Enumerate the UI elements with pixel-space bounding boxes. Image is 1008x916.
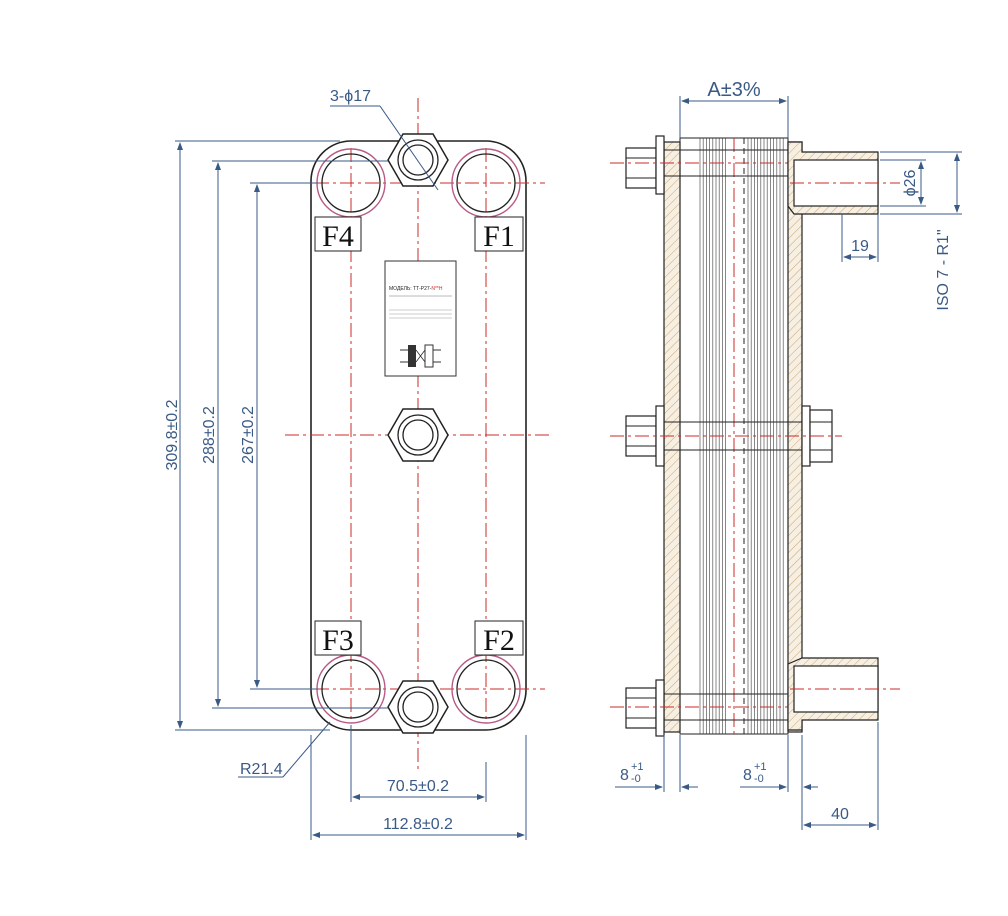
tie-bolt-top (610, 135, 800, 195)
bolt-head-bottom (387, 680, 449, 734)
dim-nozzle-len: 40 (801, 722, 879, 830)
thread-spec: ISO 7 - R1" (880, 151, 962, 311)
dim-frame-left-label: 8 (620, 767, 629, 784)
hole-callout-leader-diag (379, 105, 439, 191)
dim-frame-right-tol-top: +1 (754, 761, 767, 773)
front-view: F4 F1 F3 F2 МОДЕЛЬ: ТТ-Р27-N**H (164, 88, 552, 840)
radius-leader (282, 721, 331, 778)
dim-nozzle-dia-label: ϕ26 (902, 170, 919, 197)
label-plate-model: МОДЕЛЬ: ТТ-Р27-N**H (389, 286, 443, 292)
tie-bolt-middle (610, 405, 842, 467)
dim-pack-label: A±3% (707, 79, 760, 101)
port-label-f2-text: F2 (483, 624, 515, 657)
dim-height-total: 309.8±0.2 (164, 140, 340, 731)
dim-height-mid: 288±0.2 (201, 160, 388, 709)
dim-width-ports: 70.5±0.2 (350, 725, 487, 802)
dim-frame-right: 8 +1 -0 (740, 735, 818, 792)
dim-frame-left: 8 +1 -0 (615, 735, 698, 792)
dim-width-total: 112.8±0.2 (310, 735, 527, 840)
nozzle-bottom (787, 657, 900, 731)
port-label-f1-text: F1 (483, 220, 515, 253)
dim-nozzle-dia: ϕ26 (880, 159, 926, 207)
port-label-f3: F3 (314, 620, 362, 657)
dim-width-ports-label: 70.5±0.2 (387, 778, 449, 795)
bolt-head-middle (387, 408, 449, 462)
port-label-f1: F1 (474, 216, 524, 253)
dim-height-ports-label: 267±0.2 (240, 406, 257, 464)
side-view: A±3% ϕ26 ISO 7 - R1" 19 (610, 79, 962, 830)
dim-frame-left-tol-top: +1 (631, 761, 644, 773)
dim-pack: A±3% (679, 79, 789, 138)
dim-thread-len-label: 19 (851, 238, 869, 255)
dim-width-total-label: 112.8±0.2 (383, 816, 453, 833)
port-label-f3-text: F3 (322, 624, 354, 657)
dim-height-total-label: 309.8±0.2 (164, 399, 181, 470)
dim-frame-left-tol-bottom: -0 (631, 773, 641, 785)
frame-plate-left (663, 141, 681, 733)
tie-bolt-bottom (610, 679, 800, 737)
bolt-head-top (387, 133, 449, 187)
dim-frame-right-tol-bottom: -0 (754, 773, 764, 785)
port-label-f4: F4 (314, 216, 362, 253)
port-label-f4-text: F4 (322, 220, 354, 253)
dim-nozzle-len-label: 40 (831, 806, 849, 823)
thread-spec-label: ISO 7 - R1" (935, 229, 952, 310)
label-plate: МОДЕЛЬ: ТТ-Р27-N**H (384, 260, 457, 377)
hole-callout-label: 3-ϕ17 (330, 88, 371, 105)
dim-thread-len: 19 (841, 214, 879, 262)
nozzle-top (787, 141, 900, 215)
flow-scheme-icon (400, 344, 441, 368)
dim-height-mid-label: 288±0.2 (201, 406, 218, 464)
radius-label: R21.4 (240, 761, 283, 778)
dim-height-ports: 267±0.2 (240, 182, 318, 690)
port-label-f2: F2 (474, 620, 524, 657)
dim-frame-right-label: 8 (743, 767, 752, 784)
frame-plate-right (787, 141, 803, 733)
